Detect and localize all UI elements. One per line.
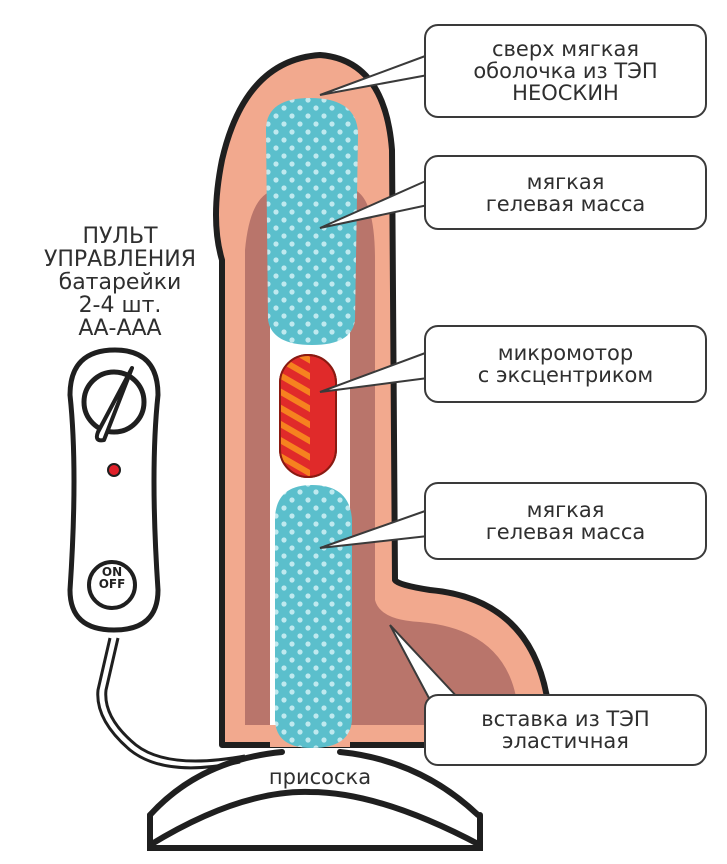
gel-mass-top-shape (266, 98, 358, 345)
remote-label-line: ПУЛЬТ (82, 224, 158, 249)
callout-line: сверх мягкая (492, 37, 639, 61)
remote-cable (96, 637, 246, 770)
callout-line: мягкая (526, 498, 605, 522)
suction-cup (147, 749, 483, 851)
led-indicator (107, 463, 121, 477)
callout-pointers (319, 54, 461, 701)
off-text: OFF (98, 577, 126, 591)
remote-label-line: УПРАВЛЕНИЯ (43, 247, 197, 272)
remote-label-line: АА-ААА (78, 316, 162, 341)
remote-label-line: 2-4 шт. (78, 293, 162, 318)
callout-gel-mass-bottom: мягкая гелевая масса (424, 482, 707, 560)
on-text: ON (101, 565, 123, 579)
callout-line: с эксцентриком (477, 363, 654, 387)
callout-elastic-insert: вставка из ТЭП эластичная (424, 694, 707, 766)
remote-label-line: батарейки (58, 270, 182, 295)
callout-line: НЕОСКИН (512, 81, 619, 105)
callout-line: мягкая (526, 169, 605, 194)
remote-label: ПУЛЬТ УПРАВЛЕНИЯ батарейки 2-4 шт. АА-АА… (10, 225, 230, 340)
dial-pointer-icon (94, 366, 134, 443)
on-off-label: ON OFF (92, 566, 132, 590)
callout-line: вставка из ТЭП (481, 707, 650, 731)
callout-line: эластичная (502, 729, 629, 753)
callout-line: гелевая масса (485, 520, 646, 544)
suction-cup-label: присоска (268, 765, 372, 789)
callout-outer-shell: сверх мягкая оболочка из ТЭП НЕОСКИН (424, 24, 707, 118)
gel-mass-bottom-shape (275, 485, 352, 748)
micromotor-shape (279, 354, 337, 478)
callout-line: гелевая масса (485, 191, 646, 216)
callout-line: микромотор (497, 341, 634, 365)
callout-line: оболочка из ТЭП (473, 59, 658, 83)
callout-gel-mass-top: мягкая гелевая масса (424, 155, 707, 230)
on-off-button[interactable] (87, 560, 137, 610)
callout-micromotor: микромотор с эксцентриком (424, 325, 707, 403)
